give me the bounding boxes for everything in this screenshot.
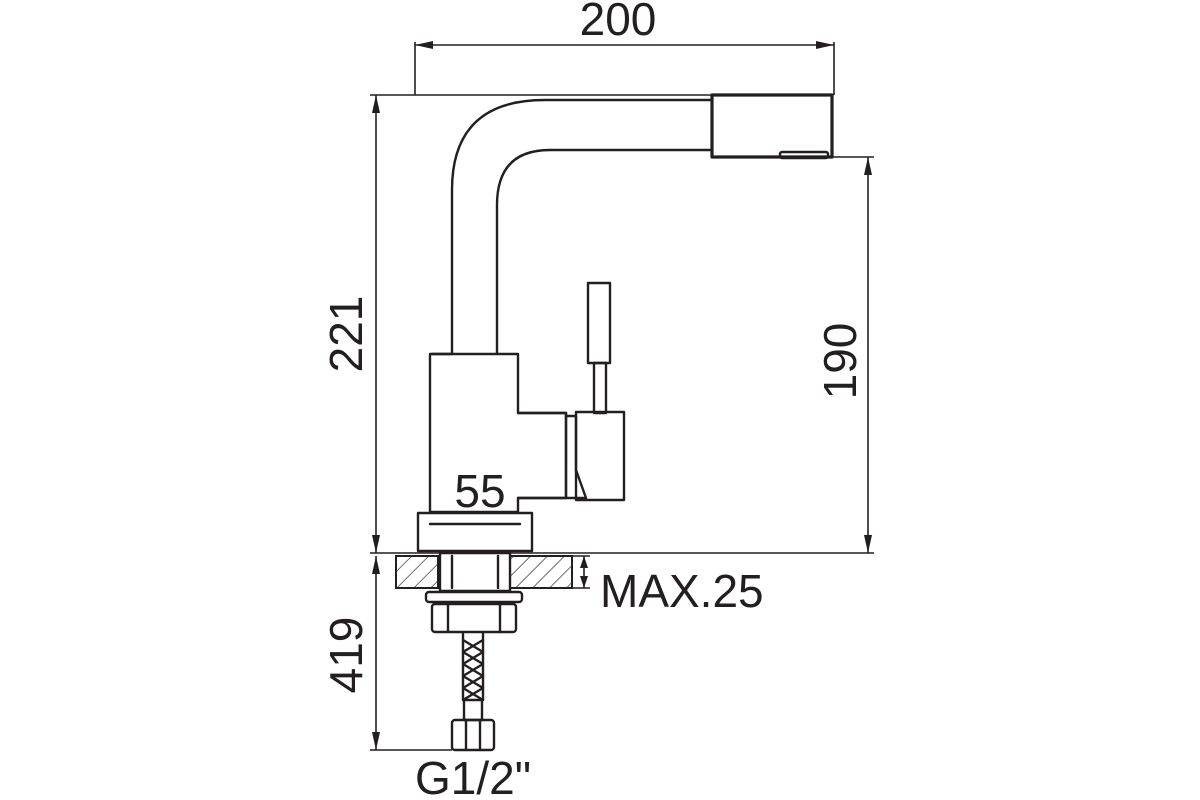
- dimension-419: 419: [320, 556, 452, 751]
- shank-body: [438, 551, 512, 593]
- spout-outer-contour: [430, 98, 714, 356]
- arrow-head: [372, 732, 380, 750]
- arrow-head: [372, 95, 380, 113]
- dimension-label-419: 419: [320, 617, 372, 694]
- thread-label: G1/2": [415, 752, 531, 800]
- arrow-head: [372, 535, 380, 553]
- countertop-left: [395, 555, 439, 589]
- mounting-shank: [424, 551, 524, 634]
- base-ring: [416, 511, 534, 553]
- arrow-head: [580, 576, 588, 588]
- countertop-right: [509, 555, 573, 589]
- spout-inner-contour: [495, 148, 714, 356]
- dimension-label-200: 200: [580, 0, 657, 45]
- mounting-washer: [424, 590, 524, 604]
- arrow-head: [864, 157, 872, 175]
- lever-stem: [592, 361, 608, 415]
- hose-connector-nut: [450, 718, 496, 752]
- dimension-label-55: 55: [454, 465, 505, 517]
- supply-hose: G1/2": [415, 632, 531, 800]
- dimension-200: 200: [414, 0, 835, 95]
- dimension-221: 221: [320, 94, 720, 553]
- dimension-max25: MAX.25: [572, 555, 764, 617]
- arrow-head: [816, 41, 834, 49]
- dimension-190: 190: [790, 156, 874, 553]
- arrow-head: [372, 556, 380, 574]
- cartridge-housing: [516, 411, 568, 500]
- aerator-head: [710, 93, 834, 159]
- dimension-label-190: 190: [814, 323, 866, 400]
- dimension-label-max25: MAX.25: [600, 565, 764, 617]
- arrow-head: [415, 41, 433, 49]
- hose-ferrule: [462, 698, 484, 722]
- faucet-spout: [430, 93, 834, 356]
- mounting-nut: [430, 602, 518, 634]
- aerator-outlet: [778, 150, 830, 160]
- arrow-head: [864, 535, 872, 553]
- hose-braid: [461, 638, 485, 702]
- countertop-section: [395, 555, 573, 589]
- dimension-label-221: 221: [320, 296, 372, 373]
- lever-handle-top: [586, 281, 612, 365]
- faucet-body: 55: [416, 281, 626, 553]
- arrow-head: [580, 556, 588, 568]
